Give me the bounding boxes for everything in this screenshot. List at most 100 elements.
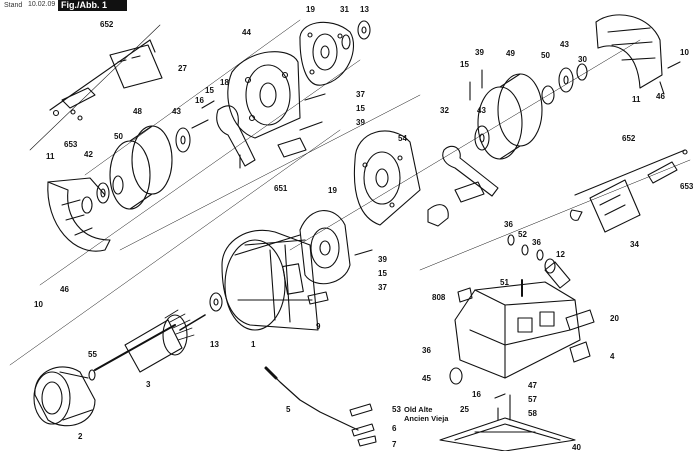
callout-9: 9 xyxy=(316,322,321,331)
spark-deflector xyxy=(277,137,307,158)
inner-guard-44 xyxy=(227,51,301,139)
screw xyxy=(304,93,326,101)
callout-30: 30 xyxy=(578,55,587,64)
callout-43r: 43 xyxy=(477,106,486,115)
figure-title: Fig./Abb. 1 xyxy=(58,0,127,11)
callout-13: 13 xyxy=(360,5,369,14)
callout-12: 12 xyxy=(556,250,565,259)
callout-18: 18 xyxy=(220,78,229,87)
screw xyxy=(191,119,209,129)
callout-19: 19 xyxy=(306,5,315,14)
callout-652: 652 xyxy=(100,20,114,29)
callout-16b: 16 xyxy=(472,390,481,399)
callout-40: 40 xyxy=(572,443,581,452)
end-bell-19 xyxy=(299,210,351,285)
ring-31 xyxy=(341,34,351,50)
callout-49: 49 xyxy=(506,49,515,58)
grinding-wheel-49 xyxy=(497,73,543,147)
outer-cover-19-top xyxy=(299,21,355,86)
callout-46: 46 xyxy=(60,285,69,294)
callout-11r: 11 xyxy=(632,95,641,104)
callout-27: 27 xyxy=(178,64,187,73)
wheel-guard-left xyxy=(47,181,111,252)
callout-36a: 36 xyxy=(504,220,513,229)
eye-shield-bracket-right xyxy=(427,204,449,227)
callout-7: 7 xyxy=(392,440,397,449)
switch-4 xyxy=(569,341,591,363)
callout-10r: 10 xyxy=(680,48,689,57)
stand-label: Stand xyxy=(4,2,23,9)
callout-39: 39 xyxy=(356,118,365,127)
callout-20: 20 xyxy=(610,314,619,323)
clamp-part xyxy=(61,87,96,109)
plate-20 xyxy=(565,309,595,331)
bracket-652 xyxy=(49,39,156,111)
guide-line xyxy=(419,159,691,271)
guide-line xyxy=(39,59,361,286)
callout-37b: 37 xyxy=(378,283,387,292)
callout-51: 51 xyxy=(500,278,509,287)
callout-653r: 653 xyxy=(680,182,694,191)
callout-57: 57 xyxy=(528,395,537,404)
inner-guard-54 xyxy=(353,130,421,226)
end-cap xyxy=(34,366,96,427)
callout-11: 11 xyxy=(46,152,55,161)
guide-line xyxy=(29,24,161,151)
callout-653: 653 xyxy=(64,140,78,149)
eye-shield-bracket xyxy=(216,105,256,167)
callout-37: 37 xyxy=(356,90,365,99)
capacitor-12 xyxy=(544,261,571,289)
callout-42: 42 xyxy=(84,150,93,159)
callout-34: 34 xyxy=(630,240,639,249)
tool-rest-plate-right xyxy=(589,179,641,233)
base-plate-40 xyxy=(439,417,576,451)
nut xyxy=(81,196,93,214)
spacer-50-right xyxy=(541,85,555,105)
callout-15: 15 xyxy=(356,104,365,113)
callout-13b: 13 xyxy=(210,340,219,349)
callout-31: 31 xyxy=(340,5,349,14)
bracket-652-right xyxy=(574,149,686,196)
callout-15r: 15 xyxy=(460,60,469,69)
callout-652r: 652 xyxy=(622,134,636,143)
callout-3: 3 xyxy=(146,380,151,389)
callout-54: 54 xyxy=(398,134,407,143)
bearing-13 xyxy=(357,20,371,40)
callout-52: 52 xyxy=(518,230,527,239)
callout-39b: 39 xyxy=(378,255,387,264)
flange-43 xyxy=(175,127,191,153)
callout-55: 55 xyxy=(88,350,97,359)
callout-48: 48 xyxy=(133,107,142,116)
power-cord xyxy=(269,371,359,431)
callout-6: 6 xyxy=(392,424,397,433)
rotor-shaft xyxy=(94,324,176,371)
flange-42 xyxy=(96,182,110,204)
tool-rest-plate xyxy=(109,44,163,89)
nut-30 xyxy=(576,63,588,81)
bearing-13-lower xyxy=(209,292,223,312)
clip-55 xyxy=(88,369,96,381)
callout-36b: 36 xyxy=(532,238,541,247)
plate-9 xyxy=(307,291,329,305)
arm-32 xyxy=(442,145,499,197)
rotor-core xyxy=(124,319,183,373)
callout-19b: 19 xyxy=(328,186,337,195)
callout-50r: 50 xyxy=(541,51,550,60)
callout-39r: 39 xyxy=(475,48,484,57)
spacer-50 xyxy=(112,175,124,195)
callout-45: 45 xyxy=(422,374,431,383)
date-label: 10.02.09 xyxy=(28,1,56,8)
callout-16: 16 xyxy=(195,96,204,105)
foot-45 xyxy=(449,367,463,385)
callout-808: 808 xyxy=(432,293,446,302)
callout-43: 43 xyxy=(172,107,181,116)
base-36 xyxy=(454,281,581,379)
callout-36c: 36 xyxy=(422,346,431,355)
flange-43-r2 xyxy=(558,67,574,93)
callout-46r: 46 xyxy=(656,92,665,101)
guide-line xyxy=(9,129,341,366)
callout-1: 1 xyxy=(251,340,256,349)
guide-line xyxy=(289,39,641,251)
